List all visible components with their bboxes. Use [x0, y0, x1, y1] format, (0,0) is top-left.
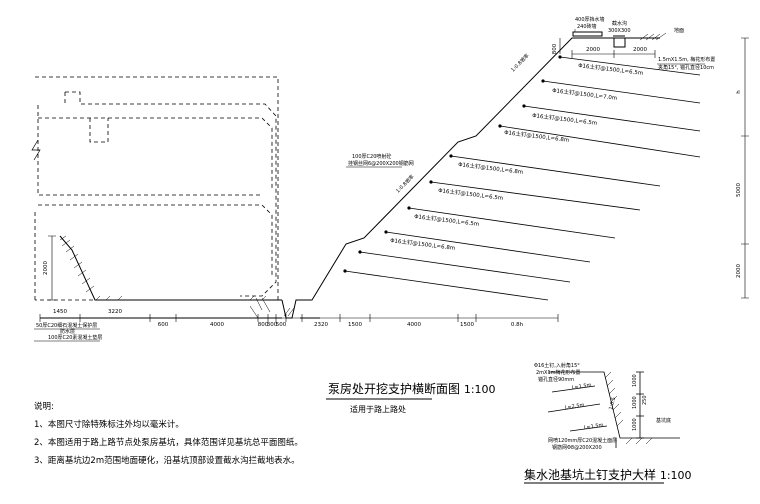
detail-title-scale: 1:100: [659, 469, 692, 482]
dimension-texts: 1450 3220 600 4000 800 300 500 2320 1500…: [43, 43, 742, 328]
detail-n3: 锚孔直径90mm: [538, 376, 574, 383]
detail-b1: 网喷120mm厚C20混凝土面层: [548, 437, 617, 444]
detail-pit: 基坑底: [656, 417, 671, 424]
nail-label: Φ16土钉@1500,L=6.5m: [532, 111, 598, 127]
note-mesh2: 夹角15°, 锚孔直径10cm: [658, 64, 714, 71]
main-subtitle: 适用于路上路处: [350, 405, 406, 414]
dimension-lines: [39, 37, 749, 322]
note-base3: 100厚C20素混凝土垫层: [48, 334, 102, 341]
detail-b2: 钢筋网Φ8@200X200: [552, 444, 602, 451]
main-title: 泵房处开挖支护横断面图 1:100: [328, 380, 496, 397]
detail-drawing: [547, 371, 680, 448]
dim-bottom: 1450: [53, 309, 67, 315]
detail-slope: 1:0.5: [608, 397, 617, 411]
dim-bottom: 1500: [348, 322, 362, 328]
detail-d4: 250: [642, 395, 648, 405]
nail-label: Φ16土钉@1500,L=6.5m: [414, 212, 480, 228]
dim-bottom: 800: [258, 322, 269, 328]
note-berm2: 挂钢丝网6@200X200钢筋网: [348, 160, 414, 167]
nail-label: Φ16土钉@1500,L=7.0m: [552, 86, 618, 102]
detail-n2: 2mX1m梅花形布置: [536, 369, 581, 376]
dim-top: 2000: [586, 47, 600, 53]
nail-label: Φ16土钉@1500,L=6.8m: [390, 236, 456, 252]
dim-top: 2000: [633, 47, 647, 53]
note-top1: 400厚挡水墙: [575, 16, 605, 23]
dim-top: 800: [552, 43, 558, 54]
soil-hatch: [59, 33, 661, 319]
dim-bottom: 300: [267, 322, 278, 328]
note-base1: 50厚C20细石混凝土保护层: [36, 322, 97, 329]
main-title-scale: 1:100: [463, 383, 496, 396]
dim-bottom: 500: [276, 322, 287, 328]
break-mark: [31, 139, 41, 161]
note-item-2: 2、本图适用于路上路节点处泵房基坑，具体范围详见基坑总平面图纸。: [34, 438, 303, 448]
dim-bottom: 2320: [314, 322, 328, 328]
dim-bottom: 3220: [108, 309, 122, 315]
note-top2: 240砖墙: [577, 23, 597, 30]
dim-bottom: 0.8h: [511, 322, 524, 328]
dim-bottom: 1500: [460, 322, 474, 328]
dim-bottom: 4000: [210, 322, 224, 328]
note-base2: 防水层: [60, 328, 75, 335]
detail-title-text: 集水池基坑土钉支护大样: [524, 468, 657, 482]
note-gutter-size: 300X300: [608, 28, 631, 34]
soil-nails: [344, 56, 701, 301]
annotations: 400厚挡水墙 240砖墙 截水沟 300X300 地面 1.5mX1.5m, …: [34, 16, 715, 342]
detail-len2: L=2.5m: [564, 402, 585, 411]
detail-texts: Φ16土钉,入射角15° 2mX1m梅花形布置 锚孔直径90mm L=1.5m …: [534, 362, 671, 451]
excavation-profile: [40, 31, 660, 319]
note-ground: 地面: [674, 27, 684, 34]
note-item-3: 3、距离基坑边2m范围地面硬化，沿基坑顶部设置截水沟拦截地表水。: [34, 456, 300, 466]
nail-label: Φ16土钉@1500,L=6.5m: [438, 186, 504, 202]
nail-label: Φ16土钉@1500,L=6.8m: [504, 128, 570, 144]
note-mesh1: 1.5mX1.5m, 梅花形布置: [658, 56, 715, 63]
detail-n1: Φ16土钉,入射角15°: [534, 362, 580, 369]
note-berm1: 100厚C20喷射砼: [352, 153, 391, 160]
detail-hatch: [604, 371, 653, 445]
dim-left: 2000: [43, 261, 49, 275]
notes-block: 说明: 1、本图尺寸除特殊标注外均以毫米计。 2、本图适用于路上路节点处泵房基坑…: [34, 398, 303, 470]
notes-heading: 说明:: [34, 402, 54, 412]
detail-len3: L=1.5m: [583, 422, 604, 431]
slope-upper: 1:0.8坡率: [509, 52, 530, 73]
dim-right: h: [736, 90, 742, 94]
dim-bottom: 4000: [407, 322, 421, 328]
note-gutter: 截水沟: [612, 20, 627, 27]
nail-heads: [343, 55, 562, 273]
nail-label: Φ16土钉@1500,L=6.8m: [458, 160, 524, 176]
dashed-structure: [34, 76, 279, 301]
dim-right: 5000: [736, 183, 742, 197]
dim-bottom: 600: [158, 322, 169, 328]
slope-lower: 1:0.8坡率: [394, 173, 415, 194]
detail-len1: L=1.5m: [571, 382, 592, 391]
dim-right: 2000: [736, 264, 742, 278]
main-title-text: 泵房处开挖支护横断面图: [328, 382, 461, 396]
detail-d3: 1000: [632, 418, 638, 431]
detail-title: 集水池基坑土钉支护大样 1:100: [524, 466, 692, 483]
note-item-1: 1、本图尺寸除特殊标注外均以毫米计。: [34, 420, 184, 430]
detail-d1: 1000: [632, 374, 638, 387]
detail-d2: 1000: [632, 396, 638, 409]
